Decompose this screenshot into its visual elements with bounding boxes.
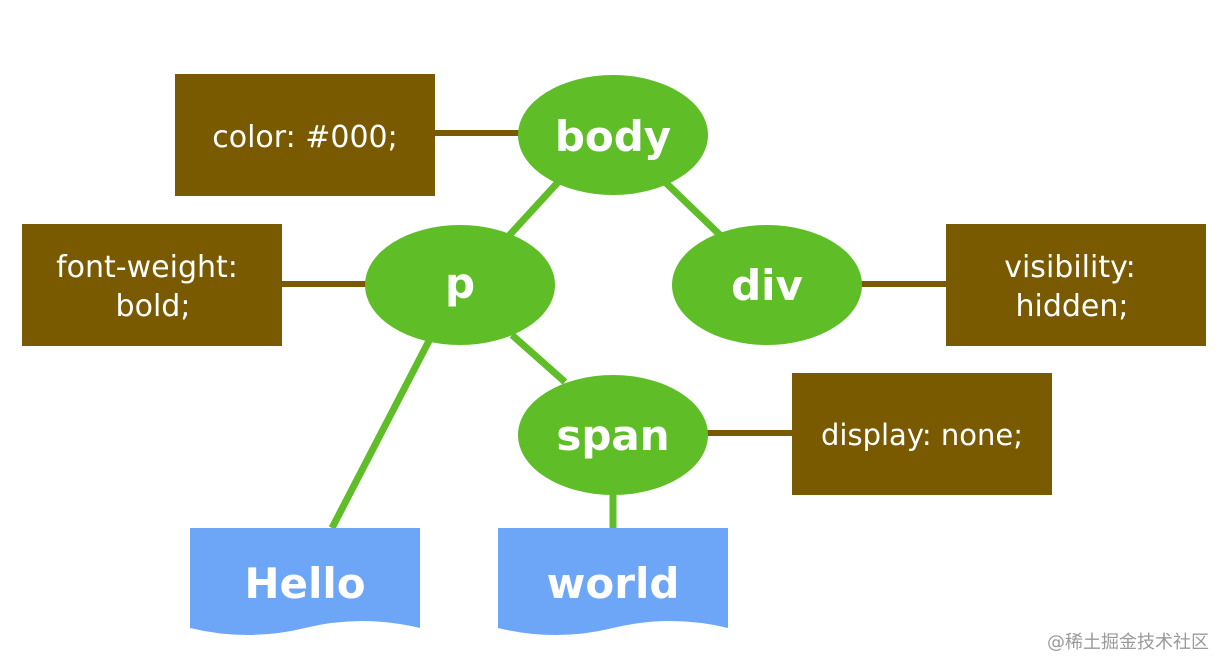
node-span (518, 375, 708, 495)
style-text-div-line1: visibility: (1004, 250, 1136, 285)
watermark: @稀土掘金技术社区 (1047, 632, 1209, 653)
text-node-world-label: world (547, 559, 680, 608)
style-text-div-line2: hidden; (1015, 289, 1128, 324)
node-div (672, 225, 862, 345)
edge-p-span (509, 332, 568, 385)
style-box-div (946, 224, 1206, 346)
text-node-hello (190, 528, 420, 635)
style-box-body (175, 74, 435, 196)
style-box-p (22, 224, 282, 346)
node-p (365, 225, 555, 345)
node-span-label: span (556, 411, 669, 460)
node-body-label: body (555, 112, 671, 161)
node-p-label: p (445, 259, 475, 308)
edge-p-hello (328, 333, 436, 530)
node-body (518, 75, 708, 195)
edge-body-div (662, 179, 723, 238)
style-text-p-line2: bold; (116, 289, 191, 324)
edge-body-p (502, 177, 563, 243)
style-text-body: color: #000; (212, 120, 398, 155)
style-text-span: display: none; (821, 418, 1023, 452)
style-box-span (792, 373, 1052, 495)
style-text-p-line1: font-weight: (56, 250, 238, 285)
text-node-hello-label: Hello (244, 559, 365, 608)
text-node-world (498, 528, 728, 635)
node-div-label: div (731, 261, 803, 310)
